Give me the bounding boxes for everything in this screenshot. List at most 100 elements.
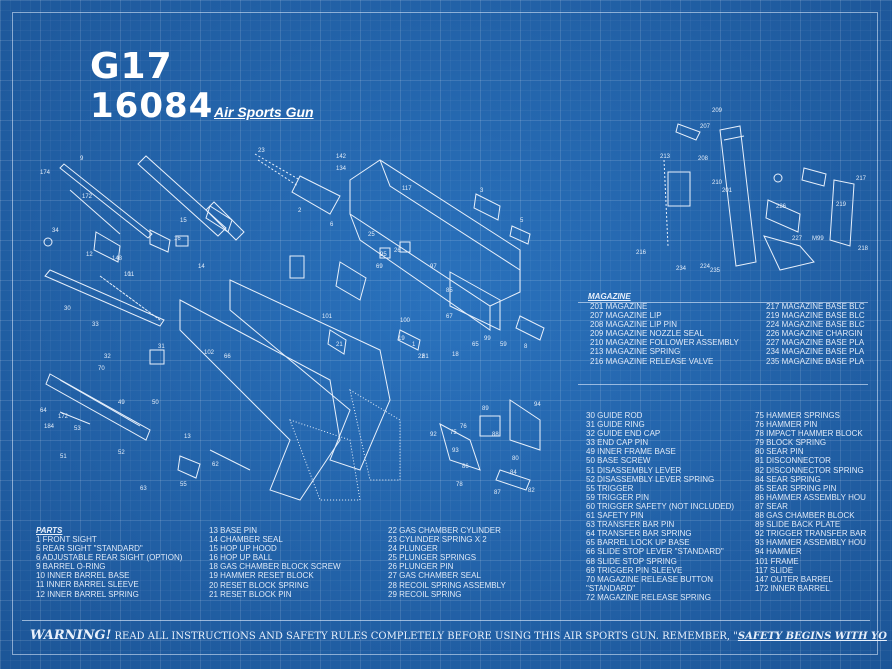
part-callout: 95 <box>380 252 387 258</box>
warning-banner: WARNING! READ ALL INSTRUCTIONS AND SAFET… <box>30 628 887 643</box>
part-callout: 78 <box>456 482 463 488</box>
parts-list-item: 147 OUTER BARREL <box>755 574 833 584</box>
parts-list-item: 65 BARREL LOCK UP BASE <box>586 538 690 548</box>
part-callout: 52 <box>118 450 125 456</box>
magazine-rule-top <box>578 302 868 303</box>
part-callout: 62 <box>212 462 219 468</box>
part-callout: 11 <box>128 272 135 278</box>
parts-list-item: 234 MAGAZINE BASE PLA <box>766 347 865 357</box>
part-callout: 172 <box>82 194 93 200</box>
part-callout: 1 <box>412 342 416 348</box>
part-callout: 86 <box>462 464 469 470</box>
blueprint-border <box>12 12 878 655</box>
parts-list-item: 23 CYLINDER SPRING X 2 <box>388 535 487 545</box>
part-callout: 14 <box>198 264 205 270</box>
part-callout: 216 <box>636 250 647 256</box>
parts-list-item: 5 REAR SIGHT "STANDARD" <box>36 544 143 554</box>
parts-list-item: 27 GAS CHAMBER SEAL <box>388 571 481 581</box>
parts-list-item: 6 ADJUSTABLE REAR SIGHT (OPTION) <box>36 553 183 563</box>
parts-list-item: 28 RECOIL SPRING ASSEMBLY <box>388 580 506 590</box>
part-callout: 92 <box>430 432 437 438</box>
parts-list-item: 216 MAGAZINE RELEASE VALVE <box>590 356 714 366</box>
part-callout: 142 <box>336 154 347 160</box>
warning-rule <box>22 620 870 621</box>
parts-list-item: 69 TRIGGER PIN SLEEVE <box>586 565 683 575</box>
part-callout: 213 <box>660 154 671 160</box>
parts-list-item: 24 PLUNGER <box>388 544 438 554</box>
frame-part <box>179 279 401 501</box>
part-callout: 59 <box>500 342 507 348</box>
parts-list-item: 68 SLIDE STOP SPRING <box>586 556 677 566</box>
part-callout: 67 <box>446 314 453 320</box>
parts-list-item: 213 MAGAZINE SPRING <box>590 347 681 357</box>
part-callout: 97 <box>430 264 437 270</box>
parts-heading: PARTS <box>36 526 63 535</box>
parts-list-item: 30 GUIDE ROD <box>586 411 643 420</box>
parts-list-item: 9 BARREL O-RING <box>36 562 106 572</box>
parts-list-item: 22 GAS CHAMBER CYLINDER <box>388 526 501 535</box>
parts-list-item: 64 TRANSFER BAR SPRING <box>586 529 692 539</box>
parts-list-item: 19 HAMMER RESET BLOCK <box>209 571 314 581</box>
part-callout: 82 <box>528 488 535 494</box>
part-callout: 226 <box>776 204 787 210</box>
parts-list-item: 81 DISCONNECTOR <box>755 456 831 466</box>
parts-list-item: 51 DISASSEMBLY LEVER <box>586 465 682 475</box>
part-callout: 33 <box>92 322 99 328</box>
part-callout: 64 <box>40 408 47 414</box>
part-callout: 99 <box>484 336 491 342</box>
parts-list-item: 88 GAS CHAMBER BLOCK <box>755 511 855 521</box>
part-callout: 8 <box>524 344 528 350</box>
part-callout: 19 <box>398 336 405 342</box>
part-callout: 15 <box>180 218 187 224</box>
part-callout: 25 <box>368 232 375 238</box>
parts-list-item: 72 MAGAZINE RELEASE SPRING <box>586 592 711 602</box>
part-callout: 174 <box>40 170 51 176</box>
parts-list-item: 32 GUIDE END CAP <box>586 429 661 439</box>
parts-list-item: 201 MAGAZINE <box>590 302 648 311</box>
parts-list-item: 11 INNER BARREL SLEEVE <box>36 580 139 590</box>
part-callout: 234 <box>676 266 687 272</box>
parts-list-item: 235 MAGAZINE BASE PLA <box>766 356 865 366</box>
parts-list-item: 75 HAMMER SPRINGS <box>755 411 840 420</box>
part-callout: 85 <box>446 288 453 294</box>
part-callout: 219 <box>836 202 847 208</box>
small-parts <box>43 193 545 491</box>
parts-list-item: 21 RESET BLOCK PIN <box>209 589 292 599</box>
part-callout: 34 <box>52 228 59 234</box>
parts-list-item: 84 SEAR SPRING <box>755 474 821 484</box>
part-callout: 100 <box>400 318 411 324</box>
part-callout: 63 <box>140 486 147 492</box>
part-callout: 148 <box>112 256 123 262</box>
part-callout: 22 <box>418 354 425 360</box>
part-callout: 84 <box>510 470 517 476</box>
magazine-rule-bottom <box>578 384 868 385</box>
warning-text: READ ALL INSTRUCTIONS AND SAFETY RULES C… <box>111 631 738 642</box>
parts-list-item: 31 GUIDE RING <box>586 420 645 430</box>
part-callout: M99 <box>812 236 824 242</box>
parts-list-item: 209 MAGAZINE NOZZLE SEAL <box>590 329 704 339</box>
part-callout: 3 <box>480 188 484 194</box>
parts-list-item: 66 SLIDE STOP LEVER "STANDARD" <box>586 547 724 557</box>
parts-list-item: 49 INNER FRAME BASE <box>586 447 676 457</box>
part-callout: 207 <box>700 124 711 130</box>
part-callout: 49 <box>118 400 125 406</box>
part-callout: 65 <box>472 342 479 348</box>
parts-list-item: 85 SEAR SPRING PIN <box>755 483 837 493</box>
part-callout: 217 <box>856 176 867 182</box>
part-callout: 5 <box>520 218 524 224</box>
parts-list-item: 227 MAGAZINE BASE PLA <box>766 338 865 348</box>
part-callout: 94 <box>534 402 541 408</box>
part-callout: 6 <box>330 222 334 228</box>
part-callout: 55 <box>180 482 187 488</box>
parts-list-item: 76 HAMMER PIN <box>755 420 818 430</box>
parts-list-item: 210 MAGAZINE FOLLOWER ASSEMBLY <box>590 338 739 348</box>
part-callout: 102 <box>204 350 215 356</box>
parts-list-item: 78 IMPACT HAMMER BLOCK <box>755 429 863 439</box>
